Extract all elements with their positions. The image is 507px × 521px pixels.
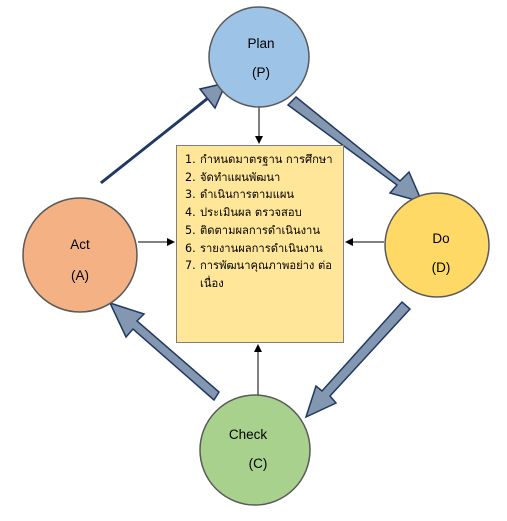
do-letter: (D)	[432, 260, 451, 275]
step-text: รายงานผลการดำเนินงาน	[200, 241, 323, 255]
node-act: Act (A)	[22, 197, 138, 313]
act-title: Act	[70, 237, 90, 252]
steps-box: 1.กำหนดมาตรฐาน การศึกษา 2.จัดทำแผนพัฒนา …	[176, 145, 344, 343]
step-number: 1.	[185, 153, 196, 166]
node-do: Do (D)	[384, 192, 490, 298]
do-title: Do	[432, 231, 449, 246]
step-item: 7. การพัฒนาคุณภาพอย่าง ต่อเนื่อง	[185, 257, 339, 292]
cycle-arrow-plan-to-do	[286, 95, 424, 204]
step-item: 3. ดำเนินการตามแผน	[185, 186, 339, 204]
node-plan: Plan (P)	[208, 6, 310, 108]
step-text: ประเมินผล ตรวจสอบ	[200, 206, 302, 220]
check-title: Check	[229, 427, 268, 442]
step-number: 6.	[185, 241, 196, 255]
step-item: 2. จัดทำแผนพัฒนา	[185, 169, 339, 187]
step-text: การพัฒนาคุณภาพอย่าง ต่อเนื่อง	[200, 259, 332, 290]
check-circle	[199, 394, 311, 506]
step-text: ดำเนินการตามแผน	[200, 188, 295, 202]
plan-letter: (P)	[252, 65, 270, 80]
cycle-arrow-act-to-plan	[99, 81, 228, 185]
step-item: 4. ประเมินผล ตรวจสอบ	[185, 204, 339, 222]
check-letter: (C)	[249, 456, 268, 471]
plan-title: Plan	[247, 36, 274, 51]
step-text: กำหนดมาตรฐาน การศึกษา	[200, 153, 333, 166]
step-number: 5.	[185, 223, 196, 237]
step-number: 2.	[185, 170, 196, 184]
cycle-arrow-do-to-check	[304, 300, 412, 419]
step-text: จัดทำแผนพัฒนา	[200, 170, 281, 184]
act-letter: (A)	[71, 268, 89, 283]
cycle-arrow-check-to-act	[108, 301, 220, 402]
step-number: 4.	[185, 206, 196, 220]
step-number: 7.	[185, 259, 196, 273]
steps-list: 1.กำหนดมาตรฐาน การศึกษา 2.จัดทำแผนพัฒนา …	[185, 151, 339, 293]
plan-circle	[208, 6, 310, 108]
step-item: 1. กำหนดมาตรฐาน การศึกษา	[185, 151, 339, 169]
step-item: 6. รายงานผลการดำเนินงาน	[185, 240, 339, 258]
step-text: ติดตามผลการดำเนินงาน	[200, 223, 320, 237]
act-circle	[22, 197, 138, 313]
step-item: 5. ติดตามผลการดำเนินงาน	[185, 222, 339, 240]
step-number: 3.	[185, 188, 196, 202]
node-check: Check (C)	[199, 394, 311, 506]
do-circle	[384, 192, 490, 298]
